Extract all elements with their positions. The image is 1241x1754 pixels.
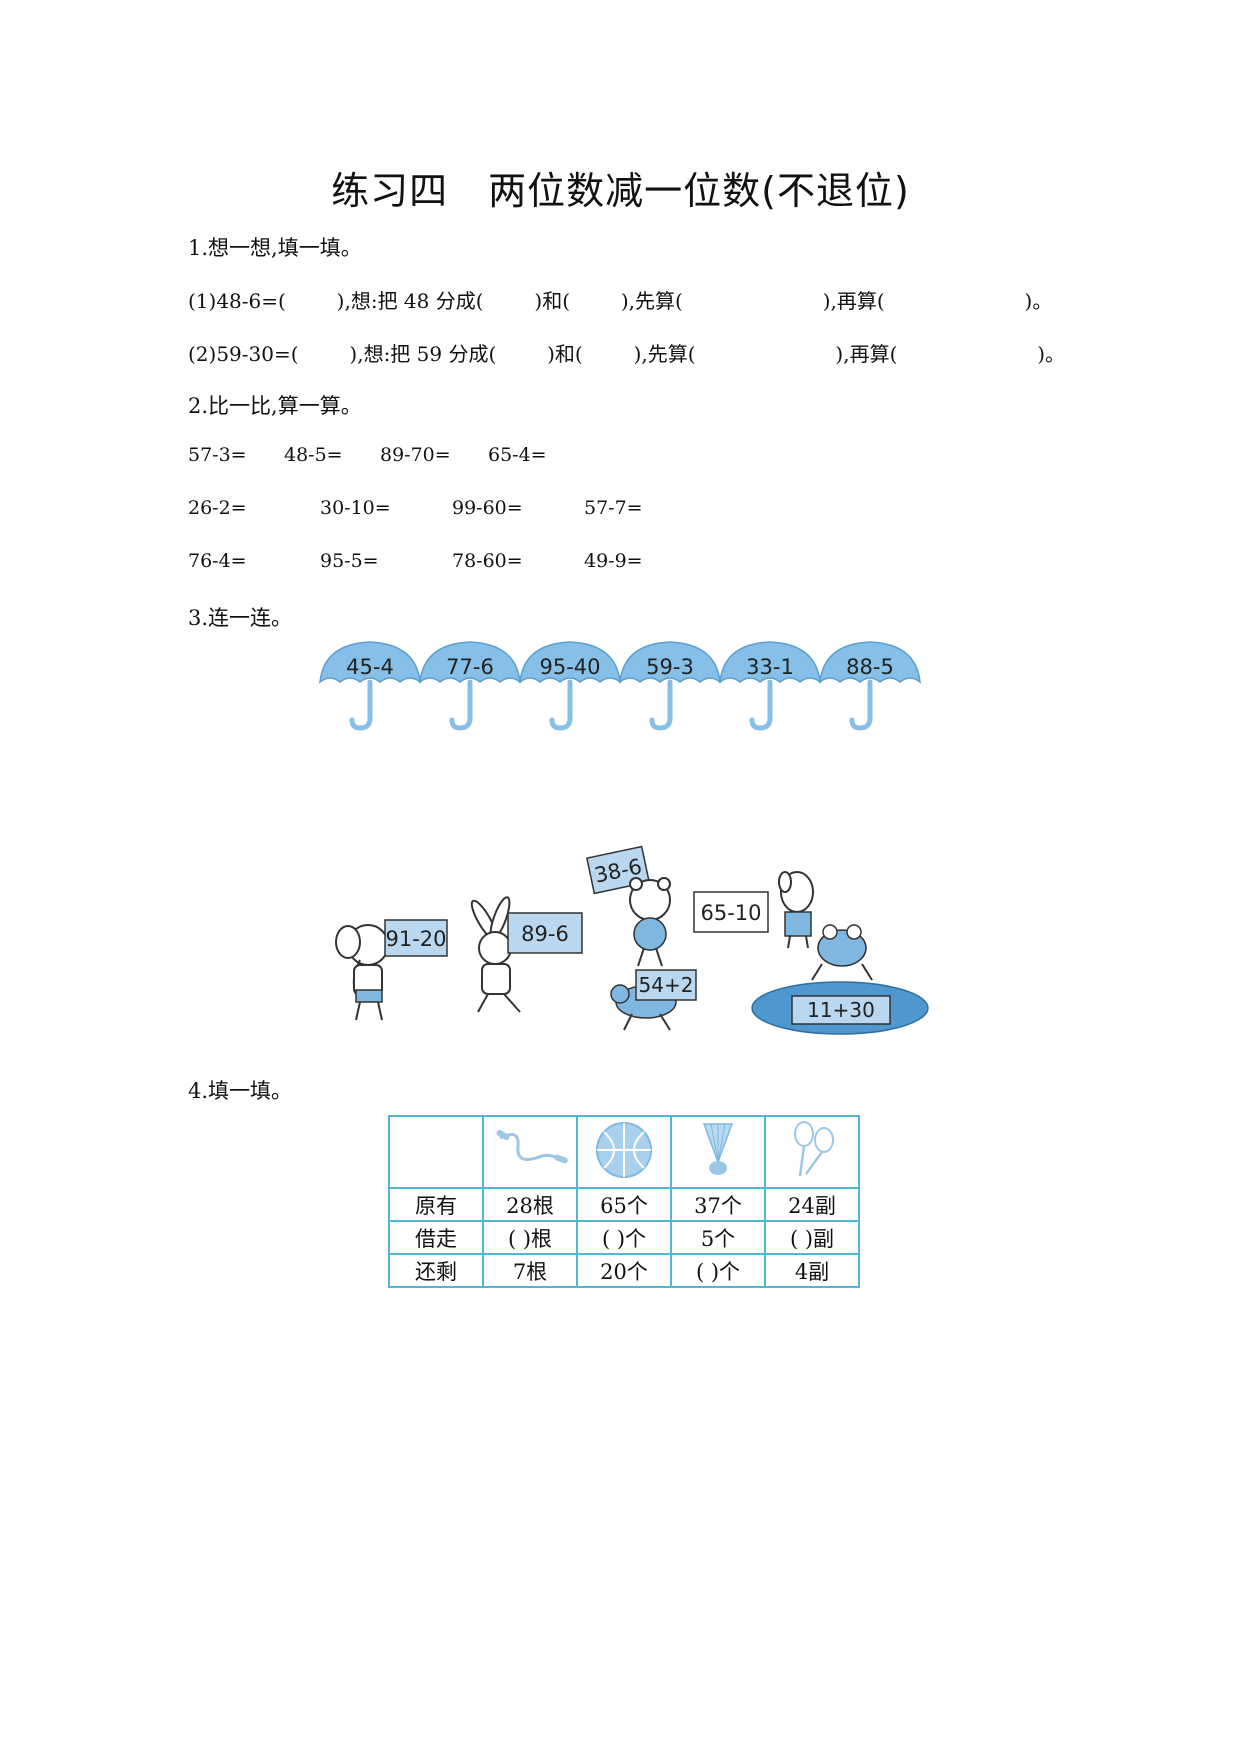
page-title: 练习四两位数减一位数(不退位) [0, 160, 1241, 215]
umbrella-6[interactable]: 88-5 [819, 641, 921, 731]
umbrella-1[interactable]: 45-4 [319, 641, 421, 731]
jump-rope-icon [496, 1129, 568, 1163]
q3-illustration: 45-4 77-6 95-40 59-3 33-1 88-5 91-20 [319, 641, 929, 1035]
turtle-with-sign[interactable]: 54+2 [610, 969, 697, 1031]
q2-r2-c1: 26-2= [188, 497, 247, 519]
answer-cell[interactable]: ( )个 [670, 1253, 766, 1288]
elephant-sign-label: 91-20 [385, 927, 446, 951]
table-row: 借走 ( )根 ( )个 5个 ( )副 [388, 1220, 860, 1255]
umbrella-4[interactable]: 59-3 [619, 641, 721, 731]
rabbit-sign-label: 89-6 [521, 922, 569, 946]
frog-with-sign[interactable]: 11+30 [751, 924, 929, 1035]
table-corner-cell [388, 1115, 484, 1189]
q2-r1-c1: 57-3= [188, 444, 247, 466]
ball-cell [576, 1115, 672, 1189]
rabbit-with-sign[interactable]: 89-6 [468, 895, 583, 1013]
umbrella-3[interactable]: 95-40 [519, 641, 621, 731]
table-cell: 37个 [670, 1187, 766, 1222]
q2-heading: 2.比一比,算一算。 [188, 394, 362, 418]
table-cell: 20个 [576, 1253, 672, 1288]
table-cell: 28根 [482, 1187, 578, 1222]
table-row: 原有 28根 65个 37个 24副 [388, 1187, 860, 1222]
table-row [388, 1115, 860, 1189]
sports-equipment-table: 原有 28根 65个 37个 24副 借走 ( )根 ( )个 5个 ( )副 … [388, 1115, 860, 1288]
dog-sign-label: 65-10 [700, 901, 761, 925]
table-cell: 7根 [482, 1253, 578, 1288]
q2-r3-c4: 49-9= [584, 550, 643, 572]
row-label-original: 原有 [388, 1187, 484, 1222]
q2-r3-c1: 76-4= [188, 550, 247, 572]
ball-icon [596, 1121, 652, 1178]
umbrella-2[interactable]: 77-6 [419, 641, 521, 731]
answer-cell[interactable]: ( )个 [576, 1220, 672, 1255]
elephant-with-sign[interactable]: 91-20 [335, 919, 448, 1021]
umbrella-6-label: 88-5 [846, 655, 894, 679]
umbrella-5[interactable]: 33-1 [719, 641, 821, 731]
bear-with-sign[interactable]: 38-6 [585, 845, 671, 967]
q2-r2-c4: 57-7= [584, 497, 643, 519]
badminton-racket-icon [794, 1120, 834, 1176]
racket-cell [764, 1115, 860, 1189]
umbrella-3-label: 95-40 [539, 655, 600, 679]
q2-r1-c3: 89-70= [380, 444, 451, 466]
q3-heading: 3.连一连。 [188, 606, 293, 630]
row-label-borrowed: 借走 [388, 1220, 484, 1255]
q2-r2-c3: 99-60= [452, 497, 523, 519]
frog-sign-label: 11+30 [807, 998, 875, 1022]
q2-r1-c4: 65-4= [488, 444, 547, 466]
answer-cell[interactable]: ( )根 [482, 1220, 578, 1255]
umbrella-5-label: 33-1 [746, 655, 794, 679]
answer-cell[interactable]: ( )副 [764, 1220, 860, 1255]
q2-r2-c2: 30-10= [320, 497, 391, 519]
q4-heading: 4.填一填。 [188, 1079, 293, 1103]
turtle-sign-label: 54+2 [639, 973, 694, 997]
umbrella-2-label: 77-6 [446, 655, 494, 679]
q2-r1-c2: 48-5= [284, 444, 343, 466]
jump-rope-cell [482, 1115, 578, 1189]
q2-r3-c3: 78-60= [452, 550, 523, 572]
q1-line1: (1)48-6=( ),想:把 48 分成( )和( ),先算( ),再算( )… [188, 289, 1053, 313]
umbrella-4-label: 59-3 [646, 655, 694, 679]
table-row: 还剩 7根 20个 ( )个 4副 [388, 1253, 860, 1288]
table-cell: 65个 [576, 1187, 672, 1222]
shuttlecock-cell [670, 1115, 766, 1189]
dog-with-sign[interactable]: 65-10 [693, 871, 814, 949]
table-cell: 4副 [764, 1253, 860, 1288]
table-cell: 24副 [764, 1187, 860, 1222]
title-part1: 练习四 [331, 169, 449, 213]
q1-heading: 1.想一想,填一填。 [188, 236, 362, 260]
shuttlecock-icon [702, 1122, 734, 1175]
umbrella-1-label: 45-4 [346, 655, 394, 679]
q1-line2: (2)59-30=( ),想:把 59 分成( )和( ),先算( ),再算( … [188, 342, 1066, 366]
title-part2: 两位数减一位数(不退位) [488, 169, 910, 213]
row-label-remaining: 还剩 [388, 1253, 484, 1288]
q2-r3-c2: 95-5= [320, 550, 379, 572]
table-cell: 5个 [670, 1220, 766, 1255]
